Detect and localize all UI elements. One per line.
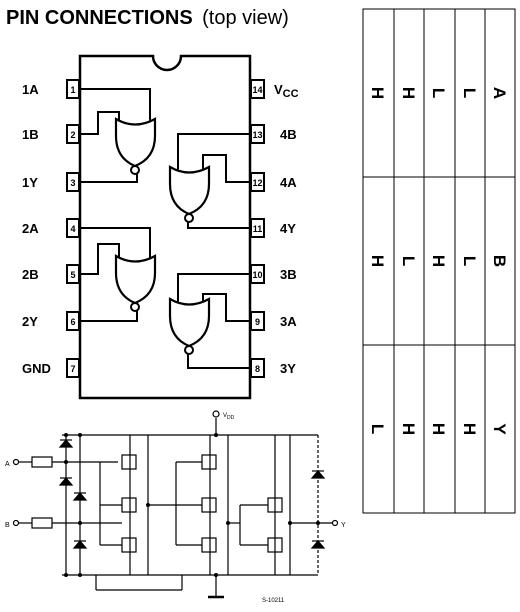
pin-12-number: 12	[252, 178, 262, 188]
pin-1-number: 1	[70, 85, 75, 95]
pin-label-1a: 1A	[22, 82, 39, 97]
pin-2-number: 2	[70, 130, 75, 140]
tt-a-row2: L	[429, 88, 448, 98]
cmos-schematic	[12, 410, 339, 599]
pin-7-number: 7	[70, 364, 75, 374]
pin-label-2a: 2A	[22, 221, 39, 236]
junction-dot	[316, 521, 320, 525]
junction-dot	[78, 573, 82, 577]
pin-5-number: 5	[70, 270, 75, 280]
or-gate-1	[114, 117, 157, 168]
pin-label-2b: 2B	[22, 267, 39, 282]
tt-b-row4: H	[368, 255, 387, 267]
input-a-label: A	[5, 461, 10, 468]
tt-header-y: Y	[490, 423, 509, 435]
pin-6-number: 6	[70, 317, 75, 327]
inversion-bubble-3	[184, 345, 194, 355]
ic-body-outline	[78, 54, 252, 400]
pin-8-number: 8	[255, 364, 260, 374]
junction-dot	[226, 521, 230, 525]
junction-dot	[78, 433, 82, 437]
figure-code: S-10211	[262, 598, 285, 604]
junction-dot	[78, 521, 82, 525]
pin-label-3a: 3A	[280, 314, 297, 329]
junction-dot	[64, 573, 68, 577]
tt-a-row3: H	[399, 87, 418, 99]
page-title: PIN CONNECTIONS (top view)	[6, 7, 289, 29]
pin-label-2y: 2Y	[22, 314, 38, 329]
inversion-bubble-4	[184, 213, 194, 223]
ic-package	[78, 54, 252, 400]
internal-wiring	[79, 88, 251, 369]
junction-dot	[214, 433, 218, 437]
pin-label-vcc: VCC	[274, 82, 299, 100]
pin-label-4b: 4B	[280, 127, 297, 142]
pin-label-3b: 3B	[280, 267, 297, 282]
tt-b-row2: H	[429, 255, 448, 267]
tt-b-row3: L	[399, 256, 418, 266]
junction-dot	[146, 503, 150, 507]
pin-10-number: 10	[252, 270, 262, 280]
pin-label-1b: 1B	[22, 127, 39, 142]
left-pin-boxes	[66, 79, 80, 378]
tt-a-row1: L	[460, 88, 479, 98]
tt-b-row1: L	[460, 256, 479, 266]
tt-header-b: B	[490, 255, 509, 267]
junction-dot	[214, 573, 218, 577]
pin-14-number: 14	[252, 85, 262, 95]
pin-label-4a: 4A	[280, 175, 297, 190]
junction-dot	[64, 460, 68, 464]
pin-9-number: 9	[255, 317, 260, 327]
junction-dot	[64, 433, 68, 437]
pin-13-number: 13	[252, 130, 262, 140]
tt-header-a: A	[490, 87, 509, 99]
pin-4-number: 4	[70, 224, 75, 234]
tt-y-row2: H	[429, 423, 448, 435]
inversion-bubble-2	[130, 302, 140, 312]
tt-y-row4: L	[368, 424, 387, 434]
junction-dot	[288, 521, 292, 525]
pin-label-3y: 3Y	[280, 361, 296, 376]
or-gate-4	[168, 165, 211, 216]
inversion-bubble-1	[130, 165, 140, 175]
truth-table: H H L L A H L H L B L H H H Y	[362, 8, 516, 514]
pin-label-4y: 4Y	[280, 221, 296, 236]
tt-y-row3: H	[399, 423, 418, 435]
pin-11-number: 11	[253, 224, 263, 234]
output-y-label: Y	[341, 522, 346, 529]
tt-a-row4: H	[368, 87, 387, 99]
or-gate-3	[168, 297, 211, 348]
tt-y-row1: H	[460, 423, 479, 435]
pin-label-1y: 1Y	[22, 175, 38, 190]
pin-3-number: 3	[70, 178, 75, 188]
pin-label-gnd: GND	[22, 361, 51, 376]
or-gate-2	[114, 254, 157, 305]
input-b-label: B	[5, 522, 10, 529]
vdd-label: VDD	[223, 413, 235, 421]
